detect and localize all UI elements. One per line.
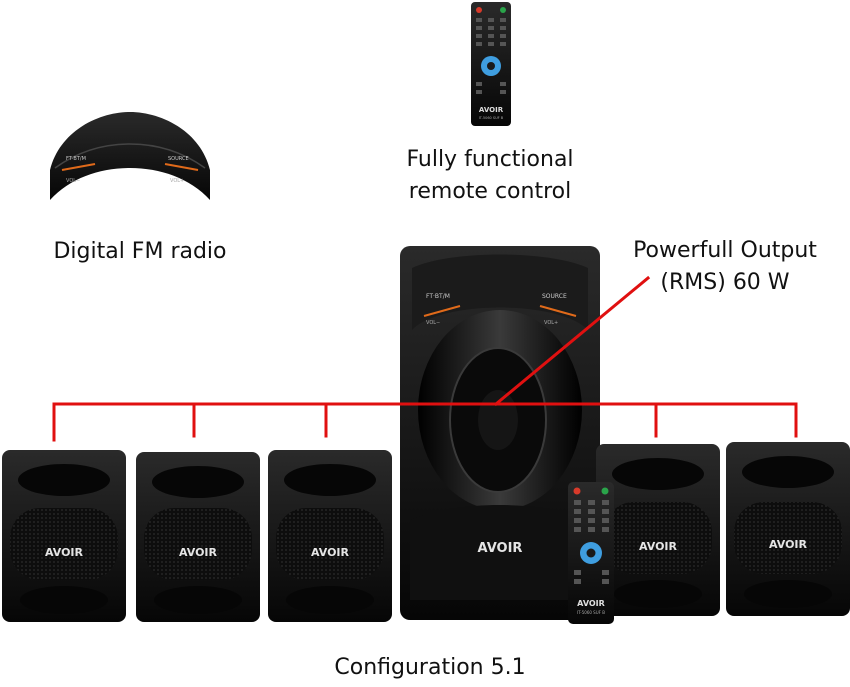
remote-caption: Fully functional remote control: [380, 144, 600, 208]
subwoofer-logo: AVOIR: [478, 541, 523, 556]
subwoofer-label-left: FT·BT/M: [426, 293, 450, 300]
output-caption-line1: Powerfull Output: [633, 238, 817, 263]
remote-control-bottom: AVOIR IT-5060 SUF B: [568, 482, 614, 624]
remote-top-logo: AVOIR: [479, 106, 504, 114]
satellite-speaker-3: AVOIR: [268, 450, 392, 622]
remote-control-top: AVOIR IT-5060 SUF B: [471, 2, 511, 126]
radio-caption: Digital FM radio: [53, 239, 227, 264]
speaker-3-logo: AVOIR: [311, 546, 350, 559]
speaker-1-logo: AVOIR: [45, 546, 84, 559]
wire-output-pointer: [493, 275, 651, 407]
satellite-speaker-2: AVOIR: [136, 452, 260, 622]
remote-bottom-model: IT-5060 SUF B: [577, 610, 605, 615]
subwoofer: FT·BT/M SOURCE VOL− VOL+ AVOIR: [400, 246, 600, 620]
subwoofer-label-vol-left: VOL−: [426, 320, 440, 326]
satellite-speaker-1: AVOIR: [2, 450, 126, 622]
satellite-speaker-5: AVOIR: [726, 442, 850, 616]
radio-label-left: FT·BT/M: [66, 156, 86, 162]
output-caption: Powerfull Output (RMS) 60 W: [610, 235, 840, 299]
satellite-speaker-4: AVOIR: [596, 444, 720, 616]
radio-label-vol-left: VOL−: [66, 178, 80, 184]
connection-wires: [52, 275, 798, 442]
wire-main-bus: [52, 402, 798, 442]
remote-caption-line1: Fully functional: [406, 147, 574, 172]
subwoofer-label-vol-right: VOL+: [544, 320, 558, 326]
remote-bottom-logo: AVOIR: [577, 599, 605, 608]
subwoofer-label-right: SOURCE: [542, 293, 567, 300]
speaker-4-logo: AVOIR: [639, 540, 678, 553]
radio-label-vol-right: VOL+: [170, 178, 184, 184]
speaker-5-logo: AVOIR: [769, 538, 808, 551]
fm-radio-panel: FT·BT/M SOURCE VOL− VOL+: [50, 112, 210, 200]
configuration-caption: Configuration 5.1: [334, 655, 526, 680]
radio-label-right: SOURCE: [168, 156, 189, 162]
output-caption-line2: (RMS) 60 W: [660, 270, 790, 295]
speaker-2-logo: AVOIR: [179, 546, 218, 559]
remote-caption-line2: remote control: [408, 179, 572, 204]
remote-top-model: IT-5060 SUF B: [479, 116, 504, 120]
